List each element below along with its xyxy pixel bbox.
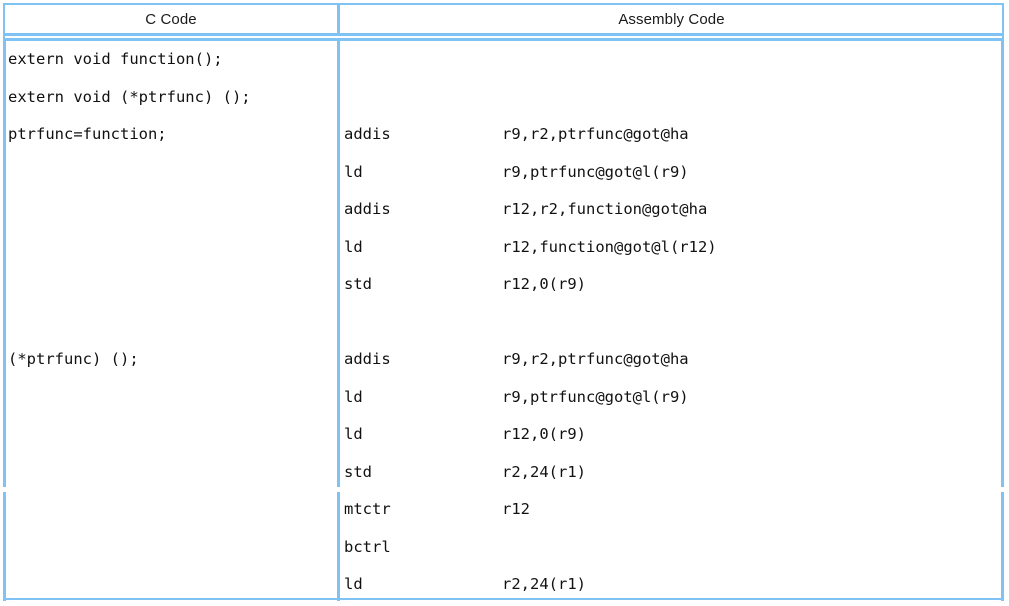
table-edge-right-lower	[1001, 492, 1004, 601]
assembly-operands: r9,r2,ptrfunc@got@ha	[502, 125, 689, 143]
assembly-mnemonic: std	[344, 462, 372, 481]
assembly-line: std r12,0(r9)	[344, 266, 999, 304]
column-divider-lower	[337, 492, 340, 601]
header-rule-lower	[3, 38, 1004, 41]
assembly-operands: r9,ptrfunc@got@l(r9)	[502, 387, 689, 406]
assembly-mnemonic: ld	[344, 425, 363, 443]
c-code-line	[8, 416, 333, 454]
c-code-line	[8, 379, 333, 417]
table-edge-left-lower	[3, 492, 6, 601]
column-divider-header	[337, 3, 340, 34]
table-header-row: C Code Assembly Code	[3, 3, 1004, 35]
c-code-line: extern void (*ptrfunc) ();	[8, 87, 251, 106]
assembly-operands: r2,24(r1)	[502, 575, 586, 593]
assembly-line: mtctr r12	[344, 491, 999, 529]
assembly-mnemonic: addis	[344, 350, 391, 368]
c-code-line	[8, 304, 333, 342]
c-code-line	[8, 229, 333, 267]
row-break-gap-right	[1000, 487, 1006, 492]
cell-c-code: extern void function(); extern void (*pt…	[8, 41, 333, 604]
assembly-line: ld r9,ptrfunc@got@l(r9)	[344, 154, 999, 192]
assembly-mnemonic: ld	[344, 387, 363, 406]
assembly-line: addis r9,r2,ptrfunc@got@ha	[344, 116, 999, 154]
assembly-line: ld r12,function@got@l(r12)	[344, 229, 999, 267]
table-frame	[3, 3, 1004, 600]
assembly-operands: r9,ptrfunc@got@l(r9)	[502, 162, 689, 181]
assembly-operands: r12,0(r9)	[502, 425, 586, 443]
assembly-operands	[502, 529, 999, 567]
column-header-assembly-code: Assembly Code	[618, 10, 725, 28]
c-code-line: (*ptrfunc) ();	[8, 350, 139, 368]
assembly-line: bctrl	[344, 529, 999, 567]
assembly-operands: r12,0(r9)	[502, 275, 586, 293]
assembly-operands: r2,24(r1)	[502, 462, 586, 481]
c-code-line	[8, 191, 333, 229]
column-header-c-code: C Code	[145, 10, 197, 28]
assembly-line: std r2,24(r1)	[344, 454, 999, 492]
assembly-mnemonic: ld	[344, 575, 363, 593]
assembly-operands: r12	[502, 500, 530, 518]
column-divider-upper	[337, 41, 340, 487]
row-break-gap-middle	[336, 487, 342, 492]
c-code-line: extern void function();	[8, 50, 223, 68]
assembly-mnemonic: addis	[344, 200, 391, 218]
c-code-line	[8, 529, 333, 567]
c-code-line	[8, 566, 333, 604]
assembly-mnemonic: ld	[344, 237, 363, 256]
assembly-mnemonic: ld	[344, 162, 363, 181]
assembly-line: addis r12,r2,function@got@ha	[344, 191, 999, 229]
header-rule-upper	[3, 33, 1004, 36]
c-code-line	[8, 154, 333, 192]
assembly-mnemonic: mtctr	[344, 500, 391, 518]
c-code-line	[8, 454, 333, 492]
assembly-mnemonic: std	[344, 275, 372, 293]
table-edge-right-upper	[1001, 41, 1004, 487]
assembly-operands: r12,function@got@l(r12)	[502, 237, 717, 256]
c-code-line: ptrfunc=function;	[8, 125, 167, 143]
assembly-line: ld r2,24(r1)	[344, 566, 999, 604]
assembly-mnemonic: bctrl	[344, 537, 391, 556]
c-code-line	[8, 491, 333, 529]
c-code-line	[8, 266, 333, 304]
assembly-operands: r9,r2,ptrfunc@got@ha	[502, 350, 689, 368]
row-break-gap-left	[2, 487, 8, 492]
cell-assembly-code: addis r9,r2,ptrfunc@got@ha ld r9,ptrfunc…	[344, 41, 999, 604]
assembly-operands: r12,r2,function@got@ha	[502, 200, 708, 218]
assembly-mnemonic: addis	[344, 125, 391, 143]
assembly-line: ld r9,ptrfunc@got@l(r9)	[344, 379, 999, 417]
table-edge-left-upper	[3, 41, 6, 487]
assembly-line: addis r9,r2,ptrfunc@got@ha	[344, 341, 999, 379]
assembly-line: ld r12,0(r9)	[344, 416, 999, 454]
